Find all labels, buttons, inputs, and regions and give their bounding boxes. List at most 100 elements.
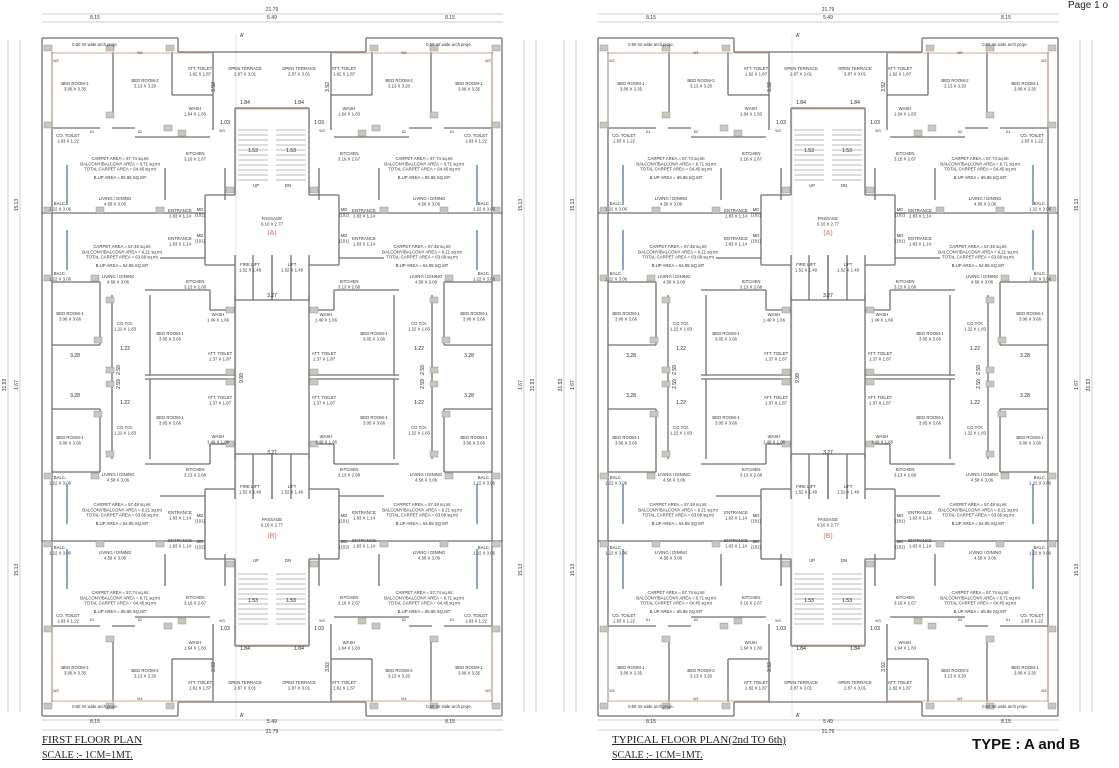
room-label-att-toilet-top: ATT. TOILET <box>188 66 213 71</box>
room-label-entrance-b: ENTRANCE <box>724 510 748 515</box>
column-block <box>935 206 945 214</box>
room-label-balc-a: BALC. <box>610 545 622 550</box>
room-label-wash-mid: 1.49 X 1.66 <box>207 317 230 322</box>
built-up-area-unit-a: B.UP AREA = 65.86 SQ.MT <box>954 609 1007 614</box>
opening-mark-w1: W1 <box>137 697 142 701</box>
room-label-att-toilet-mid: ATT. TOILET <box>764 395 789 400</box>
column-block <box>661 44 671 52</box>
room-label-kitchen-mid: KITCHEN <box>340 467 359 472</box>
carpet-area-unit-a: CARPET AREA = 57.74 sq.mt <box>951 590 1009 595</box>
room-label-att-toilet-top: 1.82 X 1.87 <box>745 685 768 690</box>
built-up-area-unit-b: B.UP AREA = 64.95 SQ.MT <box>952 263 1005 268</box>
room-label-att-toilet-mid: ATT. TOILET <box>312 351 337 356</box>
column-block <box>225 186 235 194</box>
column-block <box>93 410 103 418</box>
room-label-living-b: LIVING / DINING <box>102 472 135 477</box>
room-label-balc-a: BALC. <box>478 201 490 206</box>
room-label-open-terrace: OPEN TERRACE <box>784 680 818 685</box>
carpet-area-unit-b: CARPET AREA = 57.48 sq.mt <box>93 502 151 507</box>
column-block <box>491 206 501 214</box>
room-label-kitchen-top: KITCHEN <box>340 151 359 156</box>
room-label-att-toilet-mid: ATT. TOILET <box>764 351 789 356</box>
room-label-entrance-a: 1.83 X 1.14 <box>725 213 748 218</box>
room-label-open-terrace: 2.87 X 3.01 <box>790 685 813 690</box>
room-label-living-b: LIVING / DINING <box>658 472 691 477</box>
room-label-bed1-inner: BED ROOM-1 <box>712 331 740 336</box>
room-label-bed2-top: BED ROOM-2 <box>385 668 413 673</box>
room-label-md-b: MD <box>897 513 904 518</box>
room-label-entrance-b: 1.83 X 1.14 <box>353 241 376 246</box>
column-block <box>163 124 173 132</box>
opening-mark-d1: D1 <box>90 130 95 134</box>
room-label-wash-top: WASH <box>745 640 758 645</box>
room-label-co-toilet: CO. TOILET <box>56 613 80 618</box>
room-label-kitchen-mid: KITCHEN <box>186 279 205 284</box>
room-label-open-terrace: OPEN TERRACE <box>228 680 262 685</box>
column-block <box>43 121 53 129</box>
room-label-balc-b: 1.22 X 3.06 <box>473 480 496 485</box>
room-label-kitchen-top: 3.16 X 2.67 <box>894 600 917 605</box>
room-label-living-a: LIVING / DINING <box>969 550 1002 555</box>
column-block <box>1047 540 1057 548</box>
passage-label: PASSAGE <box>818 216 838 221</box>
opening-mark-w3: W3 <box>319 129 324 133</box>
room-label-balc-b: BALC. <box>478 475 490 480</box>
room-label-wash-top: WASH <box>343 640 356 645</box>
dimension-d328: 3.28 <box>626 353 636 359</box>
column-block <box>429 380 439 388</box>
section-mark: A' <box>796 713 800 719</box>
room-label-balc-b: 1.22 X 3.06 <box>1029 480 1052 485</box>
room-label-balc-a: BALC. <box>54 545 66 550</box>
dimension-d122: 1.22 <box>120 346 130 352</box>
room-label-living-a: 4.58 X 3.06 <box>974 201 997 206</box>
column-block <box>865 378 875 386</box>
room-label-md-b: (101) <box>751 238 762 243</box>
dimension-d328: 3.28 <box>464 393 474 399</box>
section-mark: A' <box>240 713 244 719</box>
room-label-bed1-mid: 3.06 X 3.66 <box>615 316 638 321</box>
room-label-bed1-top: 3.06 X 3.35 <box>620 86 643 91</box>
side-width-dim: 8.15 <box>90 719 100 725</box>
room-label-bed1-top: 3.06 X 3.35 <box>620 670 643 675</box>
column-block <box>1047 472 1057 480</box>
column-block <box>997 410 1007 418</box>
half-depth-dim: 15.13 <box>14 564 20 577</box>
half-depth-dim: 15.13 <box>1074 199 1080 212</box>
column-block <box>913 129 923 137</box>
room-label-bed1-top: 3.06 X 3.35 <box>1014 670 1037 675</box>
column-block <box>491 625 501 633</box>
column-block <box>913 617 923 625</box>
room-label-md-b: MD <box>197 233 204 238</box>
built-up-area-unit-b: B.UP AREA = 64.95 SQ.MT <box>652 521 705 526</box>
lift-label: LIFT <box>844 262 853 267</box>
dimension-d103: 1.03 <box>870 626 880 632</box>
room-label-bed2-top: BED ROOM-2 <box>687 668 715 673</box>
built-up-area-unit-a: B.UP AREA = 65.86 SQ.MT <box>650 609 703 614</box>
room-label-balc-b: 1.22 X 3.06 <box>49 276 72 281</box>
room-label-wash-mid: WASH <box>768 312 781 317</box>
room-label-balc-b: 1.22 X 3.06 <box>473 276 496 281</box>
room-label-entrance-b: ENTRANCE <box>352 236 376 241</box>
stair-down-label: DN <box>285 183 291 188</box>
room-label-entrance-a: 1.83 X 1.14 <box>909 543 932 548</box>
column-block <box>429 111 439 119</box>
column-block <box>105 366 115 374</box>
column-block <box>661 635 671 643</box>
room-label-bed2-top: BED ROOM-2 <box>687 78 715 83</box>
dimension-d153: 1.53 <box>286 148 296 154</box>
carpet-area-unit-b: CARPET AREA = 57.48 sq.mt <box>93 244 151 249</box>
room-label-kitchen-mid: KITCHEN <box>340 279 359 284</box>
column-block <box>105 450 115 458</box>
plan-quadrant: 0.60 mt wide arch proje.BED ROOM-13.06 X… <box>827 377 1059 717</box>
column-block <box>441 336 451 344</box>
room-label-att-toilet-mid: ATT. TOILET <box>208 395 233 400</box>
carpet-area-unit-b: BALCONY/BALCONY AREA = 6.21 sq.mt <box>382 249 462 254</box>
column-block <box>225 560 235 568</box>
carpet-area-unit-b: BALCONY/BALCONY AREA = 6.21 sq.mt <box>938 507 1018 512</box>
column-block <box>429 450 439 458</box>
column-block <box>1047 44 1057 52</box>
column-block <box>711 540 721 548</box>
column-block <box>105 702 115 710</box>
dimension-d328: 3.28 <box>1020 393 1030 399</box>
